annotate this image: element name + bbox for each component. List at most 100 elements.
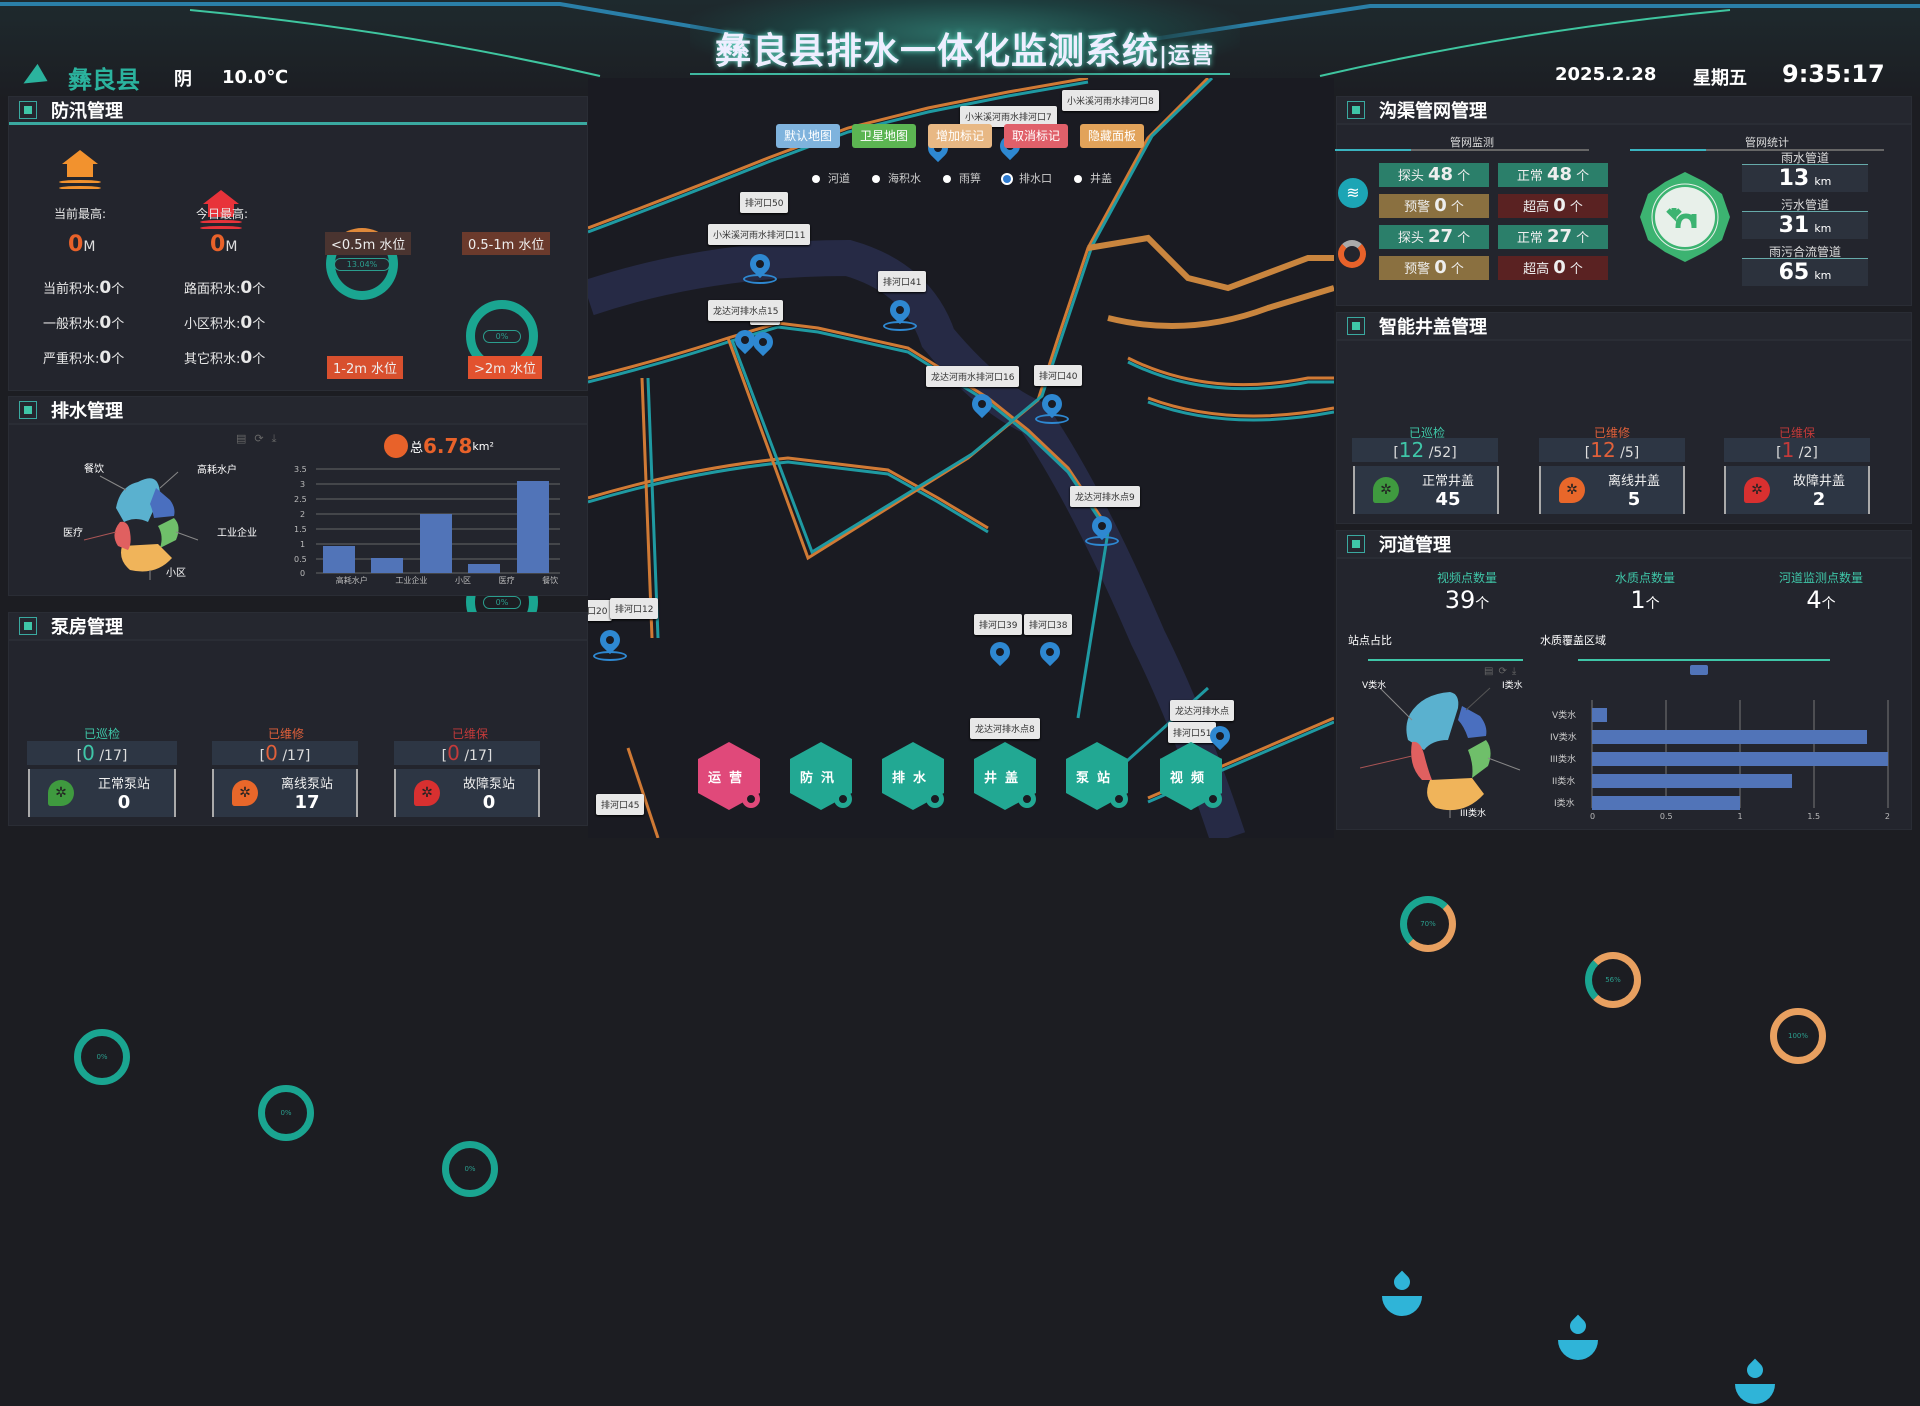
marker-label[interactable]: 龙达河排水点 (1170, 700, 1235, 721)
pipe-monitor-title: 管网监测 (1450, 136, 1494, 149)
probe-count-1: 探头 48 个 (1379, 163, 1489, 187)
drainage-panel: 排水管理 (8, 396, 588, 596)
marker-label[interactable]: 排河口40 (1034, 365, 1083, 386)
flood-panel-header: 防汛管理 (9, 97, 587, 125)
pump-status-inspected: 已巡检 (84, 727, 121, 741)
pump-ring-repaired: 0% (258, 1085, 314, 1141)
manhole-ring-maintained: 100% (1770, 1008, 1826, 1064)
pie-label-high-water: 高耗水户 (197, 465, 237, 476)
marker-label[interactable]: 小米溪河雨水排河口8 (1062, 90, 1159, 111)
marker-label[interactable]: 龙达河排水点9 (1070, 486, 1140, 507)
warning-count-1: 预警 0 个 (1379, 194, 1489, 218)
svg-text:II类水: II类水 (1552, 775, 1575, 787)
gear-icon[interactable] (834, 790, 852, 808)
pump-panel-header: 泵房管理 (9, 613, 587, 641)
manhole-count-maintained: [1 /2] (1724, 438, 1870, 462)
river-panel-header: 河道管理 (1337, 531, 1911, 559)
manhole-status-inspected: 已巡检 (1409, 426, 1446, 440)
default-map-button[interactable]: 默认地图 (776, 124, 841, 148)
gear-icon[interactable] (1110, 790, 1128, 808)
manhole-status-maintained: 已维保 (1779, 426, 1816, 440)
marker-label[interactable]: 排河口38 (1024, 614, 1073, 635)
current-high-value: 0M (68, 232, 96, 257)
svg-text:I类水: I类水 (1554, 797, 1575, 809)
location-bar: 彝良县 阴 10.0℃ (18, 60, 288, 95)
sewage-pipe-length: 31 km (1742, 211, 1868, 239)
hide-panel-button[interactable]: 隐藏面板 (1080, 124, 1145, 148)
marker-label[interactable]: 排河口51 (1168, 722, 1217, 743)
add-marker-button[interactable]: 增加标记 (928, 124, 993, 148)
sewage-pipe-label: 污水管道 (1780, 198, 1829, 212)
manhole-count-inspected: [12 /52] (1352, 438, 1498, 462)
marker-label[interactable]: 排河口41 (878, 271, 927, 292)
layer-radio-manhole[interactable]: 井盖 (1074, 170, 1112, 186)
map-pin-ring (883, 321, 917, 331)
legend-swatch[interactable] (1690, 665, 1708, 675)
drainage-panel-header: 排水管理 (9, 397, 587, 425)
overlimit-count-2: 超高 0 个 (1498, 256, 1608, 280)
fan-icon: ✲ (1559, 477, 1585, 503)
pump-panel-title: 泵房管理 (51, 617, 123, 638)
svg-text:0.5: 0.5 (294, 555, 307, 564)
panel-square-icon (19, 100, 37, 119)
area-icon (384, 434, 408, 458)
layer-radio-waterlogging[interactable]: 海积水 (872, 170, 921, 186)
drainage-bar-chart: 3.532.52 1.510.50 (294, 465, 560, 578)
marker-label[interactable]: 龙达河雨水排河口16 (926, 366, 1020, 387)
pipe-badge-icon (1640, 172, 1730, 262)
divider (1335, 149, 1589, 151)
remove-marker-button[interactable]: 取消标记 (1004, 124, 1069, 148)
marker-label[interactable]: 口20 (588, 600, 613, 621)
flood-house-red-icon (198, 190, 244, 230)
marker-label[interactable]: 龙达河排水点8 (970, 718, 1040, 739)
pipe-stats-title: 管网统计 (1745, 136, 1789, 149)
river-panel-title: 河道管理 (1379, 535, 1451, 556)
fan-icon: ✲ (414, 780, 440, 806)
marker-label[interactable]: 排河口39 (974, 614, 1023, 635)
marker-label[interactable]: 排河口12 (610, 598, 659, 619)
drainage-panel-title: 排水管理 (51, 401, 123, 422)
gear-icon[interactable] (742, 790, 760, 808)
rain-pipe-length: 13 km (1742, 164, 1868, 192)
panel-square-icon (19, 401, 37, 419)
normal-count-1: 正常 48 个 (1498, 163, 1608, 187)
gear-icon[interactable] (1018, 790, 1036, 808)
coverage-bar-chart: V类水 IV类水 III类水 II类水 I类水 (1550, 700, 1889, 810)
layer-radio-river[interactable]: 河道 (812, 170, 850, 186)
location-arrow-icon (18, 63, 48, 92)
layer-radio-outfall[interactable]: 排水口 (1003, 170, 1052, 186)
marker-label[interactable]: 排河口50 (740, 192, 789, 213)
svg-text:2: 2 (300, 510, 305, 519)
weather-text: 阴 (174, 68, 192, 90)
stat-other-water: 其它积水:0个 (184, 348, 266, 368)
manhole-ring-repaired: 56% (1585, 952, 1641, 1008)
chart-toolbox[interactable]: ▤⟳⤓ (1484, 666, 1522, 677)
bar-x-labels: 高耗水户工业企业小区医疗餐饮 (335, 576, 559, 585)
map-canvas[interactable]: 排河口50 小米溪河雨水排河口11 排河口41 口14 龙达河排水点15 龙达河… (588, 78, 1334, 838)
marker-label[interactable]: 小米溪河雨水排河口11 (708, 224, 811, 245)
marker-label[interactable]: 排河口45 (596, 794, 645, 815)
pump-count-repaired: [0 /17] (212, 741, 358, 765)
gear-icon[interactable] (1204, 790, 1222, 808)
stat-community-water: 小区积水:0个 (184, 313, 266, 333)
chart-toolbox[interactable]: ▤⟳⤓ (236, 432, 285, 445)
layer-radio-grate[interactable]: 雨箅 (943, 170, 981, 186)
marker-label[interactable]: 龙达河排水点15 (708, 300, 784, 321)
water-drop-icon (1733, 1358, 1777, 1406)
panel-square-icon (19, 617, 37, 635)
map-pin-ring (1085, 536, 1119, 546)
map-lines (588, 78, 1334, 838)
sewage-icon (1338, 240, 1366, 268)
layer-radio-group[interactable]: 河道 海积水 雨箅 排水口 井盖 (812, 170, 1112, 186)
satellite-map-button[interactable]: 卫星地图 (852, 124, 917, 148)
marker-label[interactable]: 小米溪河雨水排河口7 (960, 106, 1057, 127)
manhole-ring-inspected: 70% (1400, 896, 1456, 952)
gear-icon[interactable] (926, 790, 944, 808)
pie-label-v: V类水 (1362, 681, 1387, 691)
